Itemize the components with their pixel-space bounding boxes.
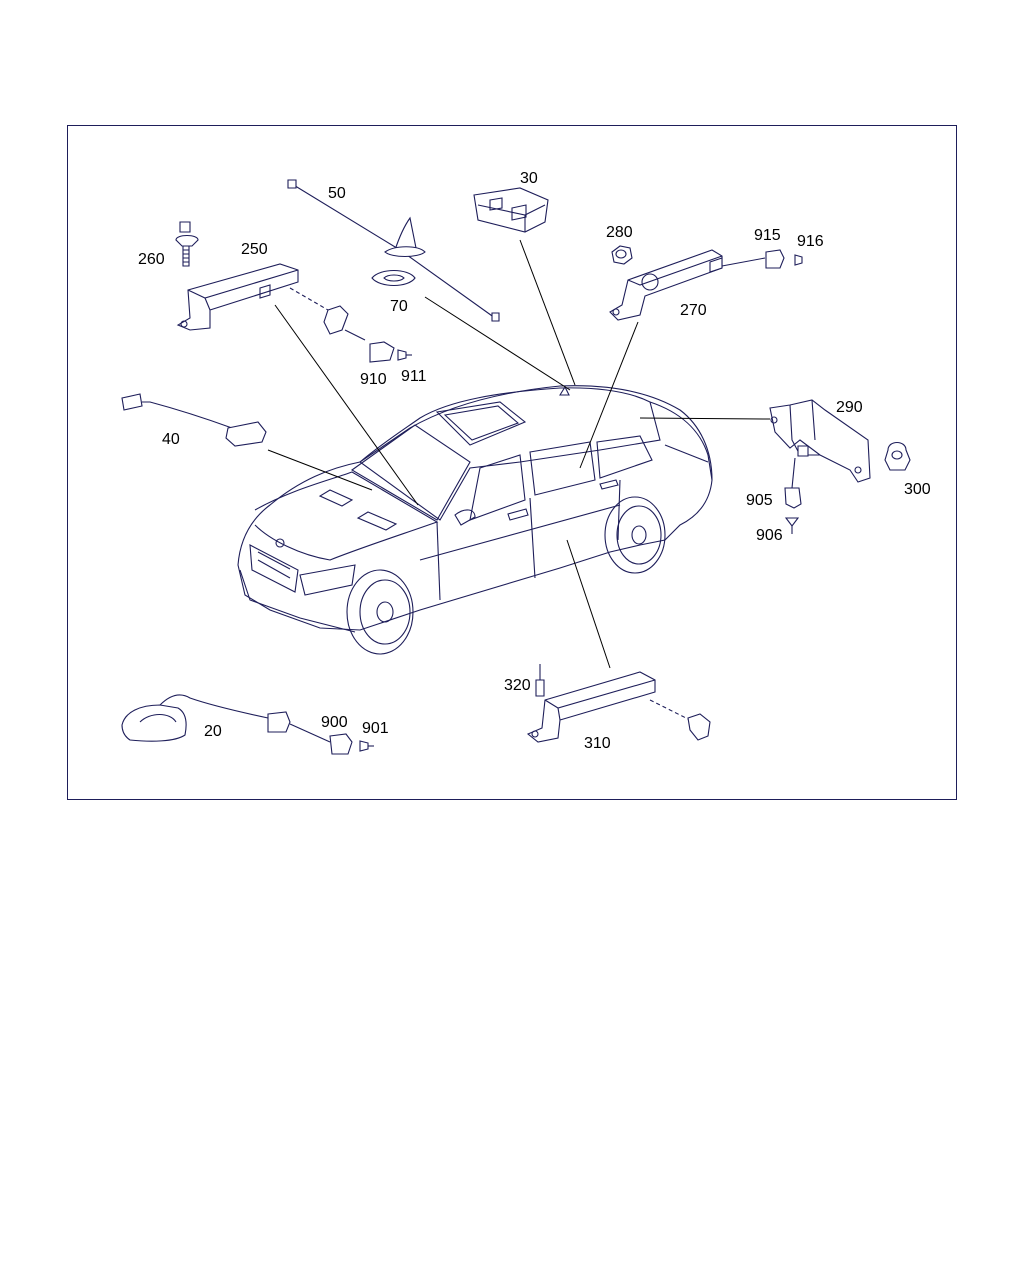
car-illustration — [237, 385, 713, 655]
part-20-antenna-module — [121, 694, 331, 743]
part-280-nut — [611, 245, 633, 265]
callout-910: 910 — [360, 371, 387, 388]
part-905-plug — [784, 457, 802, 509]
callout-916: 916 — [797, 233, 824, 250]
part-900-plug — [329, 733, 353, 755]
part-50-roof-antenna — [287, 179, 500, 322]
callout-300: 300 — [904, 481, 931, 498]
part-910-plug — [369, 341, 395, 363]
part-250-bracket — [176, 263, 299, 331]
callout-40: 40 — [162, 431, 180, 448]
part-250-connector — [289, 287, 366, 341]
part-911-pin — [397, 349, 412, 361]
callout-900: 900 — [321, 714, 348, 731]
callout-50: 50 — [328, 185, 346, 202]
leader-lines — [267, 239, 771, 669]
part-70-gasket — [371, 269, 416, 287]
callout-310: 310 — [584, 735, 611, 752]
callout-270: 270 — [680, 302, 707, 319]
part-30-control-module — [473, 187, 549, 233]
part-260-bolt — [175, 221, 199, 267]
part-906-pin — [784, 517, 800, 534]
callout-250: 250 — [241, 241, 268, 258]
part-270-bracket — [609, 249, 766, 321]
callout-280: 280 — [606, 224, 633, 241]
callout-915: 915 — [754, 227, 781, 244]
part-290-bracket — [769, 399, 871, 483]
callout-320: 320 — [504, 677, 531, 694]
part-901-pin — [359, 740, 374, 752]
part-916-pin — [794, 254, 803, 266]
callout-70: 70 — [390, 298, 408, 315]
part-310-bracket — [526, 671, 711, 743]
part-40-gps-antenna — [121, 393, 267, 447]
callout-30: 30 — [520, 170, 538, 187]
part-320-screw — [535, 664, 545, 697]
callout-906: 906 — [756, 527, 783, 544]
callout-901: 901 — [362, 720, 389, 737]
part-300-clip — [884, 441, 911, 471]
callout-260: 260 — [138, 251, 165, 268]
callout-290: 290 — [836, 399, 863, 416]
callout-20: 20 — [204, 723, 222, 740]
callout-labels: 50 30 250 260 70 280 915 916 270 910 911… — [138, 170, 931, 752]
diagram-frame — [67, 125, 957, 800]
callout-905: 905 — [746, 492, 773, 509]
callout-911: 911 — [401, 368, 427, 385]
part-915-plug — [765, 249, 785, 269]
